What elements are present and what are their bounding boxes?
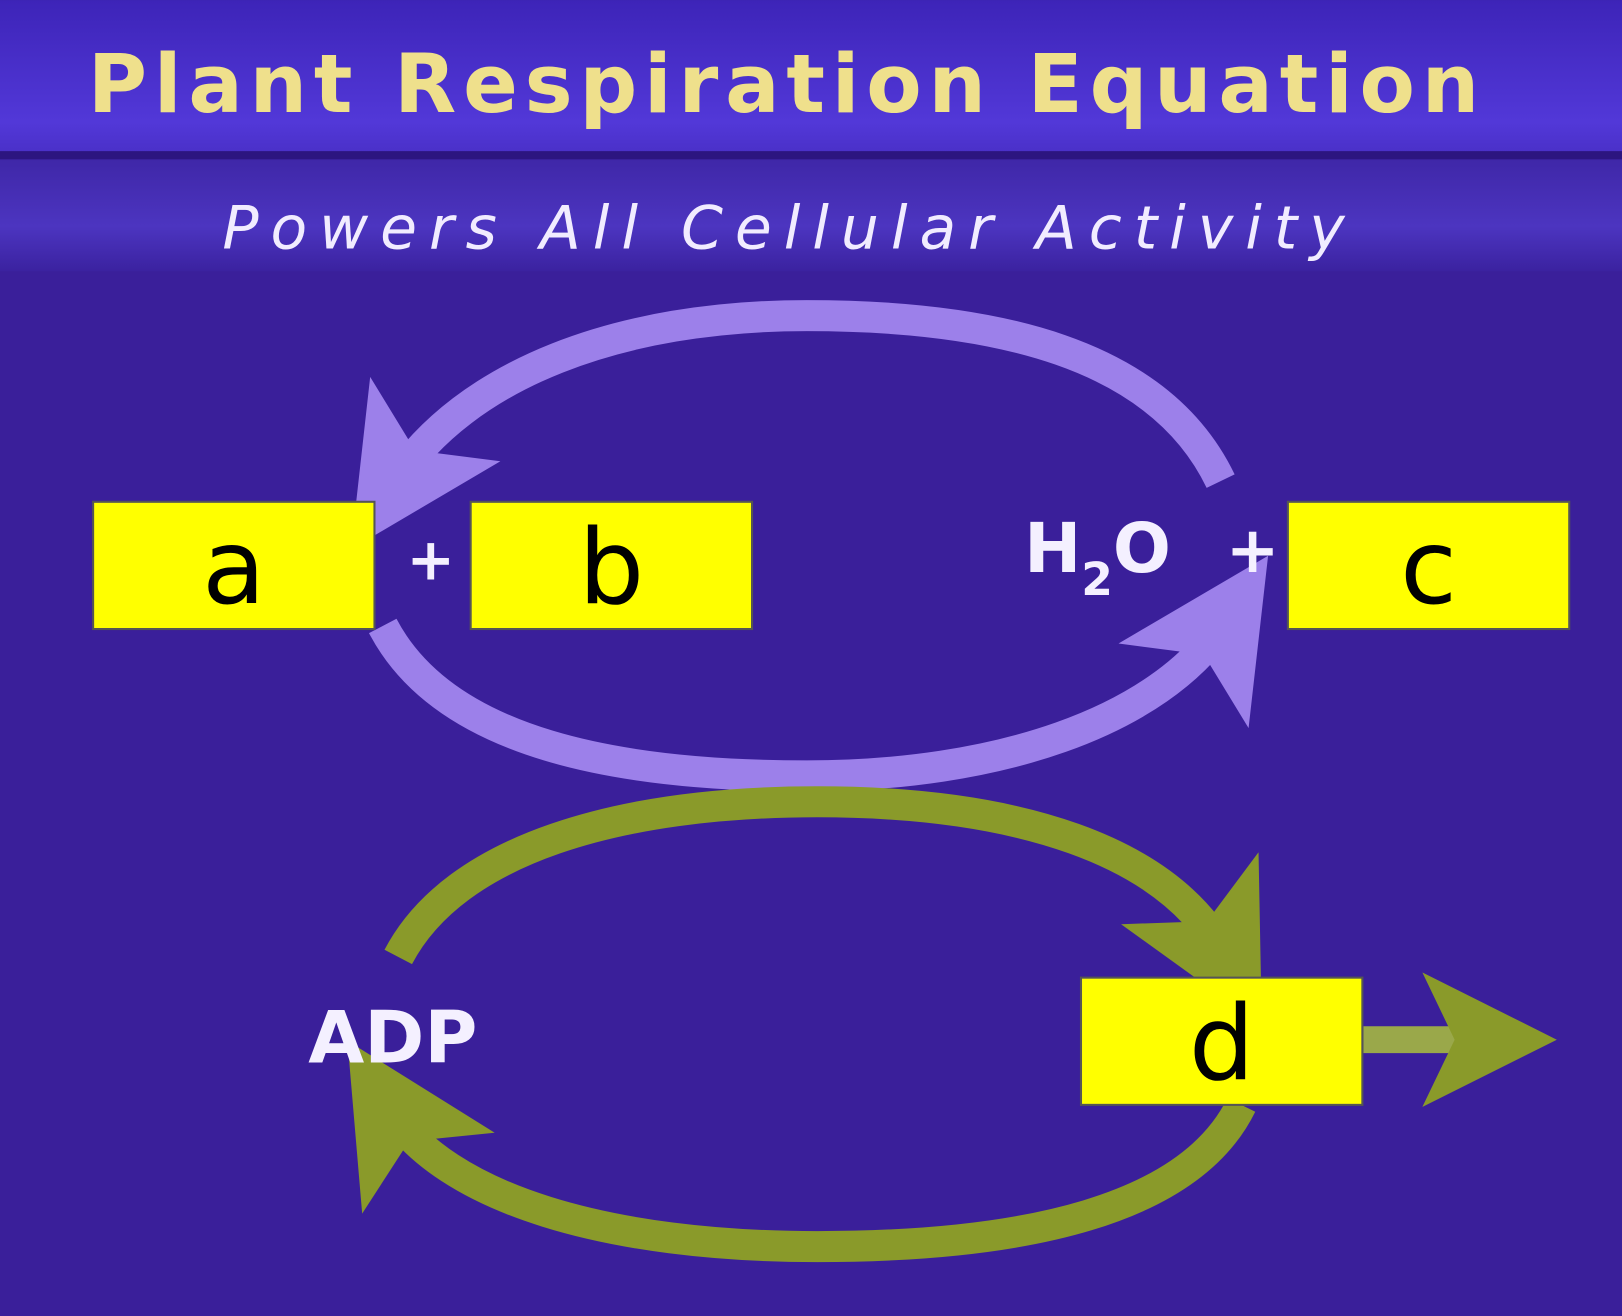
divider [0,151,1622,160]
blank-label-a: a [202,508,265,628]
blank-box-a[interactable]: a [92,500,376,631]
green-arrow-top [384,786,1262,1026]
purple-arrow-bottom [368,555,1269,792]
adp-label: ADP [308,996,477,1080]
purple-arrow-top [350,300,1235,550]
water-formula: H2O [1024,510,1171,606]
blank-box-d[interactable]: d [1079,976,1364,1106]
plus-sign-2: + [1226,513,1280,588]
subtitle-band [0,159,1622,272]
water-subscript: 2 [1081,553,1113,606]
plus-sign-1: + [407,525,456,593]
blank-label-b: b [579,508,645,628]
water-o: O [1113,510,1171,589]
blank-label-d: d [1189,984,1255,1104]
blank-label-c: c [1400,508,1457,628]
page-subtitle: Powers All Cellular Activity [222,193,1346,263]
blank-box-c[interactable]: c [1286,500,1571,631]
blank-box-b[interactable]: b [469,500,754,631]
water-h: H [1024,510,1081,589]
green-arrow-bottom [347,1040,1256,1263]
title-band [0,0,1622,154]
